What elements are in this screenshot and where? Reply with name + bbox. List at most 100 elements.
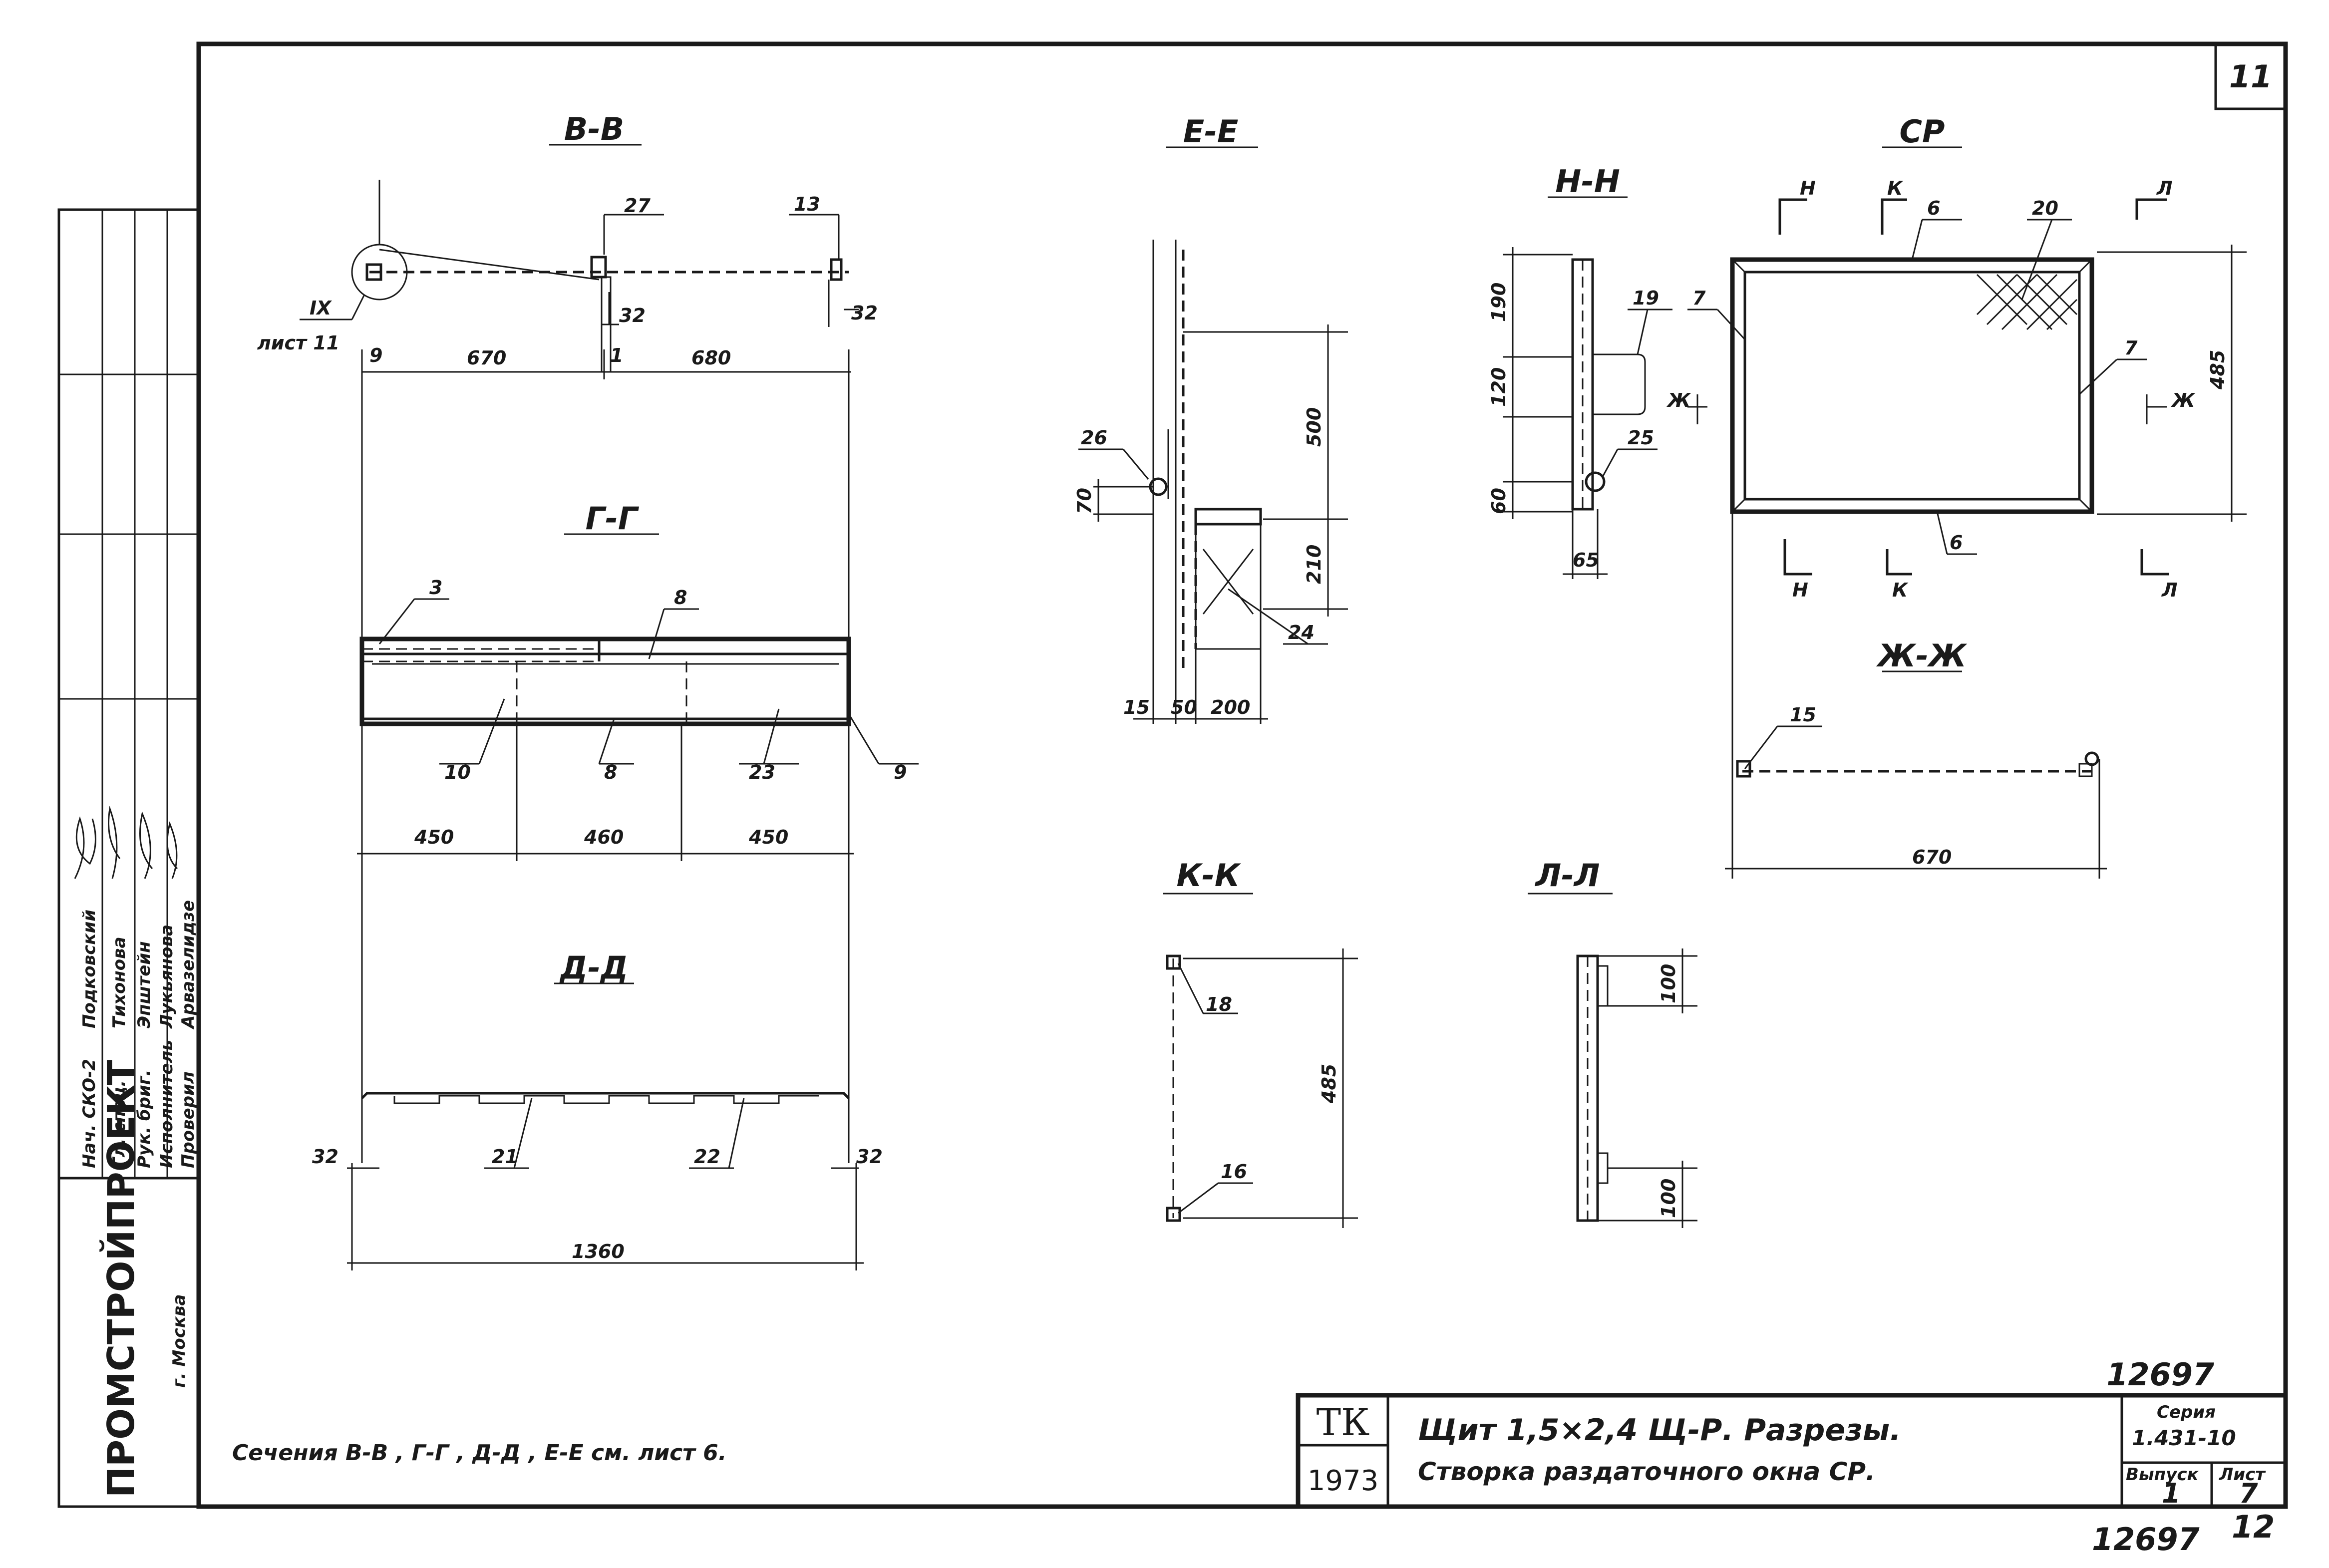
callout-26: 26: [1081, 427, 1107, 449]
title-year: 1973: [1308, 1465, 1379, 1497]
dim-bb-1: 1: [610, 344, 623, 366]
section-ll-title: Л-Л: [1535, 857, 1600, 894]
signature-0: [74, 816, 96, 879]
dim-kk-485: 485: [1318, 1064, 1340, 1104]
section-sr-title: СР: [1900, 113, 1945, 150]
series-value: 1.431-10: [2132, 1426, 2236, 1450]
callout-6a: 6: [1927, 197, 1940, 219]
section-dd: Д-Д 21 22 32 32 1360: [312, 854, 883, 1270]
section-ll: Л-Л 100 100: [1528, 857, 1697, 1228]
dim-dd-1360: 1360: [572, 1241, 625, 1262]
sheet-frame: [196, 41, 2288, 1509]
page-number-bottom: 12: [2232, 1509, 2275, 1545]
dim-dd-32b: 32: [856, 1146, 883, 1168]
callout-6b: 6: [1950, 532, 1963, 554]
organization-city: г. Москва: [169, 1294, 189, 1388]
callout-3: 3: [429, 577, 442, 599]
dim-dd-32a: 32: [312, 1146, 338, 1168]
stamp-role-3: Исполнитель: [157, 1040, 177, 1168]
section-dd-title: Д-Д: [559, 949, 628, 986]
dim-ee-500: 500: [1303, 407, 1325, 447]
stamp-role-1: Гл. спец.: [109, 1080, 129, 1168]
cut-zh2: Ж: [2170, 389, 2196, 411]
dim-nn-190: 190: [1488, 283, 1510, 322]
doc-number-top: 12697: [2106, 1356, 2215, 1393]
section-nn: Н-Н 190 120 60 65 19 25 Ж: [1488, 163, 1707, 579]
dim-bb-670: 670: [467, 347, 506, 369]
dim-bb-9: 9: [369, 344, 382, 366]
dim-ll-100a: 100: [1658, 964, 1679, 1003]
stamp-name-4: Арвазелидзе: [178, 900, 198, 1030]
cut-l2: Л: [2161, 579, 2178, 601]
callout-20: 20: [2032, 197, 2058, 219]
section-kk-title: К-К: [1176, 857, 1241, 894]
stamp-name-3: Лукьянова: [157, 925, 177, 1029]
sheet-number-box: 11: [2214, 42, 2287, 110]
sheet-value: 7: [2239, 1478, 2258, 1509]
section-zhzh: Ж-Ж 15 670: [1725, 512, 2107, 879]
cut-k1: К: [1887, 177, 1904, 199]
section-gg: Г-Г 3 8 10 8 23 9 450 46: [357, 372, 919, 861]
stamp-name-1: Тихонова: [109, 937, 129, 1028]
dim-ee-210: 210: [1303, 545, 1325, 584]
callout-13: 13: [794, 193, 820, 215]
dim-ee-15: 15: [1123, 696, 1150, 718]
sheet-number: 11: [2229, 58, 2272, 95]
dim-bb-32b: 32: [851, 302, 878, 324]
dim-ll-100b: 100: [1658, 1179, 1679, 1218]
stamp-name-0: Подковский: [79, 910, 99, 1028]
dim-bb-32a: 32: [619, 305, 646, 326]
callout-27: 27: [624, 195, 651, 217]
title-line1: Щит 1,5×2,4 Щ-Р. Разрезы.: [1418, 1413, 1901, 1448]
callout-ix-sheet: лист 11: [257, 332, 339, 354]
callout-19: 19: [1633, 287, 1659, 309]
dim-gg-450a: 450: [414, 826, 454, 848]
issue-label: Выпуск: [2126, 1465, 2199, 1485]
signature-2: [139, 811, 153, 879]
doc-number-bottom: 12697: [2092, 1521, 2200, 1558]
title-tk: ТК: [1317, 1401, 1370, 1444]
dim-gg-460: 460: [584, 826, 624, 848]
stamp-role-0: Нач. СКО-2: [79, 1059, 99, 1168]
dim-nn-120: 120: [1488, 367, 1510, 407]
section-nn-title: Н-Н: [1555, 163, 1620, 200]
callout-8a: 8: [674, 587, 687, 609]
callout-15: 15: [1790, 704, 1816, 726]
section-ee-title: Е-Е: [1183, 113, 1238, 150]
dim-sr-485: 485: [2207, 350, 2229, 390]
stamp-role-2: Рук. бриг.: [134, 1070, 154, 1169]
callout-9: 9: [894, 761, 907, 783]
callout-7b: 7: [2124, 337, 2138, 359]
cut-k2: К: [1892, 579, 1909, 601]
dim-zh-670: 670: [1912, 846, 1952, 868]
dim-gg-450b: 450: [748, 826, 788, 848]
cut-zh1: Ж: [1666, 389, 1691, 411]
signature-3: [166, 821, 178, 879]
title-block: 12697 ТК 1973 Щит 1,5×2,4 Щ-Р. Разрезы. …: [1296, 1356, 2288, 1509]
section-sr: СР 20 6 7 7: [1687, 113, 2247, 601]
signature-1: [108, 806, 121, 879]
callout-7a: 7: [1692, 287, 1706, 309]
organization-name: ПРОМСТРОЙПРОЕКТ: [99, 1059, 143, 1498]
dim-ee-70: 70: [1073, 488, 1095, 514]
bottom-note: Сечения В-В , Г-Г , Д-Д , Е-Е cм. лист 6…: [232, 1440, 726, 1466]
dim-ee-50: 50: [1171, 696, 1197, 718]
cut-l1: Л: [2156, 177, 2173, 199]
cut-n2: Н: [1792, 579, 1808, 601]
dim-nn-60: 60: [1488, 488, 1510, 514]
callout-21: 21: [492, 1146, 518, 1168]
section-bb: В-В 27 13 IX лист 11 32 32 9 670 1 680: [257, 111, 878, 379]
section-ee: Е-Е 500 210 70 26 24 15 50: [1073, 113, 1348, 724]
mesh-hatch: [1976, 274, 2078, 330]
section-zhzh-title: Ж-Ж: [1876, 637, 1968, 674]
dim-ee-200: 200: [1211, 696, 1250, 718]
left-stamp: Нач. СКО-2 Гл. спец. Рук. бриг. Исполнит…: [57, 208, 200, 1508]
callout-23: 23: [749, 761, 775, 783]
section-bb-title: В-В: [564, 111, 624, 147]
callout-8b: 8: [604, 761, 617, 783]
dim-bb-680: 680: [691, 347, 731, 369]
callout-24: 24: [1288, 622, 1315, 643]
issue-value: 1: [2162, 1478, 2181, 1509]
dim-nn-65: 65: [1573, 549, 1599, 571]
